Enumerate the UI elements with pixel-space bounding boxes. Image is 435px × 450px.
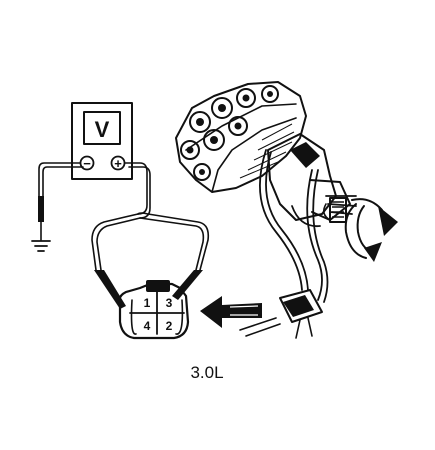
positive-terminal-symbol: + [114,156,122,171]
pin-4: 4 [144,319,151,333]
direction-arrow-icon [200,296,262,328]
rotation-arrow-icon [344,198,398,262]
voltmeter: V − + [71,102,133,180]
drive-gear [322,197,347,223]
ground-symbol-icon [31,240,51,252]
ground-lead [31,162,84,252]
pin-1: 1 [144,296,151,310]
negative-terminal-symbol: − [83,156,91,171]
caption: 3.0L [190,363,223,382]
pin-3: 3 [166,296,173,310]
pin-2: 2 [166,319,173,333]
connector: 1 3 4 2 [118,280,190,340]
cap-towers [180,85,279,181]
test-leads [91,162,210,309]
meter-symbol: V [95,117,110,142]
distributor [175,81,357,228]
